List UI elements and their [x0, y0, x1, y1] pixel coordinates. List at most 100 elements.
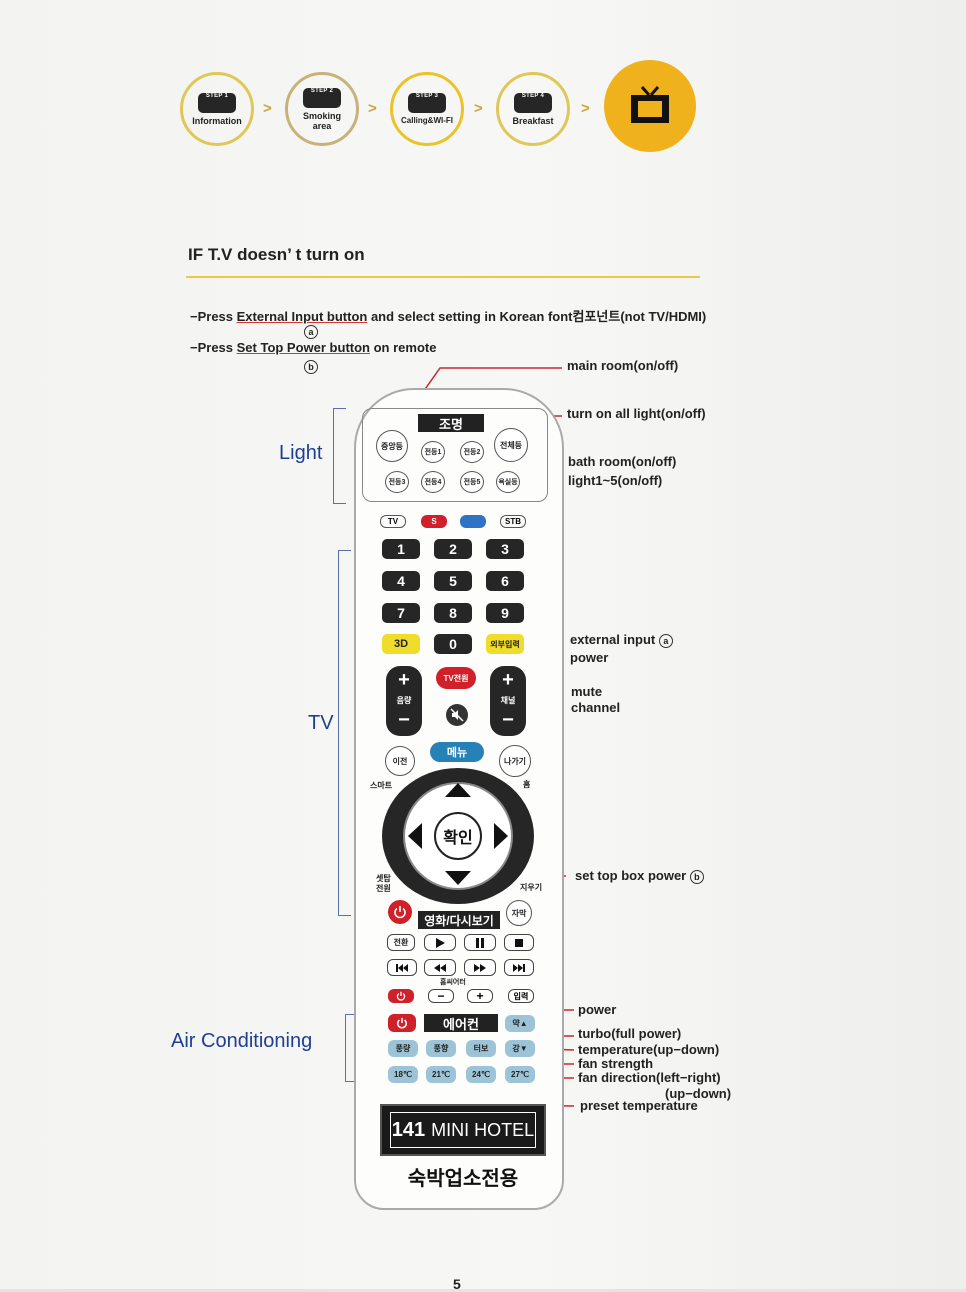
stop-button[interactable]	[504, 934, 534, 951]
annotation-turbo: turbo(full power)	[578, 1026, 682, 1041]
step-number: STEP 1	[198, 92, 236, 113]
ac-strong-down-button[interactable]: 강▼	[505, 1040, 535, 1057]
theater-volume-down-button[interactable]: −	[428, 989, 454, 1003]
annotation-fan-direction: fan direction(left−right)	[578, 1070, 721, 1085]
exit-button[interactable]: 나가기	[499, 745, 531, 777]
rewind-icon	[434, 963, 446, 972]
mode-blue-button[interactable]	[460, 515, 486, 528]
instruction-2: −Press Set Top Power button on remote	[190, 340, 436, 355]
bath-light-button[interactable]: 욕실등	[496, 471, 520, 493]
ac-preset-24-button[interactable]: 24℃	[466, 1066, 496, 1083]
mode-stb-button[interactable]: STB	[500, 515, 526, 528]
tv-power-button[interactable]: TV전원	[436, 667, 476, 689]
external-input-button[interactable]: 외부입력	[486, 634, 524, 654]
delete-label: 지우기	[520, 883, 543, 892]
menu-button[interactable]: 메뉴	[430, 742, 484, 762]
light4-button[interactable]: 전등4	[421, 471, 445, 493]
down-arrow-icon	[445, 871, 471, 885]
logo-text: MINI HOTEL	[431, 1119, 535, 1140]
step-arrow: >	[581, 100, 590, 117]
volume-rocker[interactable]	[386, 666, 422, 736]
volume-label: 음량	[396, 695, 412, 705]
light2-button[interactable]: 전등2	[460, 441, 484, 463]
theater-volume-up-button[interactable]: +	[467, 989, 493, 1003]
light-panel	[362, 408, 548, 502]
light-title: 조명	[418, 414, 484, 432]
key-8[interactable]: 8	[434, 603, 472, 623]
key-0[interactable]: 0	[434, 634, 472, 654]
forward-icon	[474, 963, 486, 972]
key-9[interactable]: 9	[486, 603, 524, 623]
mode-s-button[interactable]: S	[421, 515, 447, 528]
movie-bar: 영화/다시보기	[418, 911, 500, 929]
forward-button[interactable]	[464, 959, 496, 976]
volume-down-button[interactable]: −	[398, 708, 410, 731]
power-icon	[394, 906, 406, 919]
subtitle-button[interactable]: 자막	[506, 900, 532, 926]
key-3d[interactable]: 3D	[382, 634, 420, 654]
dpad-up-button[interactable]	[440, 778, 476, 802]
switch-button[interactable]: 전환	[387, 934, 415, 951]
dpad-down-button[interactable]	[440, 866, 476, 890]
page-title: IF T.V doesn’ t turn on	[188, 245, 365, 264]
all-light-button[interactable]: 전체등	[494, 428, 528, 462]
channel-label: 채널	[500, 695, 516, 705]
step-3: STEP 3 Calling&WI-FI	[390, 72, 464, 146]
dpad-left-button[interactable]	[403, 818, 427, 854]
light5-button[interactable]: 전등5	[460, 471, 484, 493]
settop-power-button[interactable]	[388, 900, 412, 924]
mode-tv-button[interactable]: TV	[380, 515, 406, 528]
play-button[interactable]	[424, 934, 456, 951]
annotation-channel: channel	[571, 700, 621, 715]
channel-down-button[interactable]: −	[502, 708, 514, 731]
heading-divider	[186, 276, 700, 278]
pause-button[interactable]	[464, 934, 496, 951]
annotation-settop-power: set top box power b	[575, 868, 704, 884]
step-5-tv	[604, 60, 696, 152]
logo-frame	[390, 1112, 536, 1148]
external-input-reference: External Input button	[236, 309, 368, 324]
ac-power-button[interactable]	[388, 1014, 416, 1032]
key-5[interactable]: 5	[434, 571, 472, 591]
remote-footer-text: 숙박업소전용	[407, 1168, 519, 1190]
ok-button[interactable]: 확인	[434, 812, 482, 860]
channel-up-button[interactable]: +	[502, 668, 514, 691]
aircon-bar: 에어컨	[424, 1014, 498, 1032]
step-number: STEP 3	[408, 92, 446, 113]
hotel-logo: 141 MINI HOTEL	[380, 1104, 546, 1156]
prev-button[interactable]: 이전	[385, 746, 415, 776]
volume-up-button[interactable]: +	[398, 668, 410, 691]
ac-fan-direction-button[interactable]: 풍향	[426, 1040, 456, 1057]
marker-b: b	[304, 360, 318, 374]
ac-turbo-button[interactable]: 터보	[466, 1040, 496, 1057]
key-4[interactable]: 4	[382, 571, 420, 591]
theater-input-button[interactable]: 입력	[508, 989, 534, 1003]
main-light-button[interactable]: 중앙등	[376, 430, 408, 462]
logo-number: 141	[391, 1118, 426, 1141]
tv-icon	[631, 86, 669, 123]
key-3[interactable]: 3	[486, 539, 524, 559]
rewind-button[interactable]	[424, 959, 456, 976]
ac-fan-strength-button[interactable]: 풍량	[388, 1040, 418, 1057]
ac-preset-27-button[interactable]: 27℃	[505, 1066, 535, 1083]
marker-a: a	[658, 634, 673, 648]
mute-button[interactable]	[446, 704, 468, 726]
key-1[interactable]: 1	[382, 539, 420, 559]
light3-button[interactable]: 전등3	[385, 471, 409, 493]
dpad-right-button[interactable]	[489, 818, 513, 854]
power-icon	[396, 991, 406, 1001]
key-2[interactable]: 2	[434, 539, 472, 559]
ac-preset-18-button[interactable]: 18℃	[388, 1066, 418, 1083]
skip-back-button[interactable]	[387, 959, 417, 976]
instruction-text: and select setting in Korean font컴포넌트(no…	[367, 309, 707, 324]
channel-rocker[interactable]	[490, 666, 526, 736]
ac-preset-21-button[interactable]: 21℃	[426, 1066, 456, 1083]
key-7[interactable]: 7	[382, 603, 420, 623]
ac-weak-up-button[interactable]: 약▲	[505, 1015, 535, 1032]
theater-power-button[interactable]	[388, 989, 414, 1003]
skip-forward-button[interactable]	[504, 959, 534, 976]
light1-button[interactable]: 전등1	[421, 441, 445, 463]
key-6[interactable]: 6	[486, 571, 524, 591]
step-2: STEP 2 Smoking area	[285, 72, 359, 146]
instruction-text: on remote	[369, 340, 437, 355]
